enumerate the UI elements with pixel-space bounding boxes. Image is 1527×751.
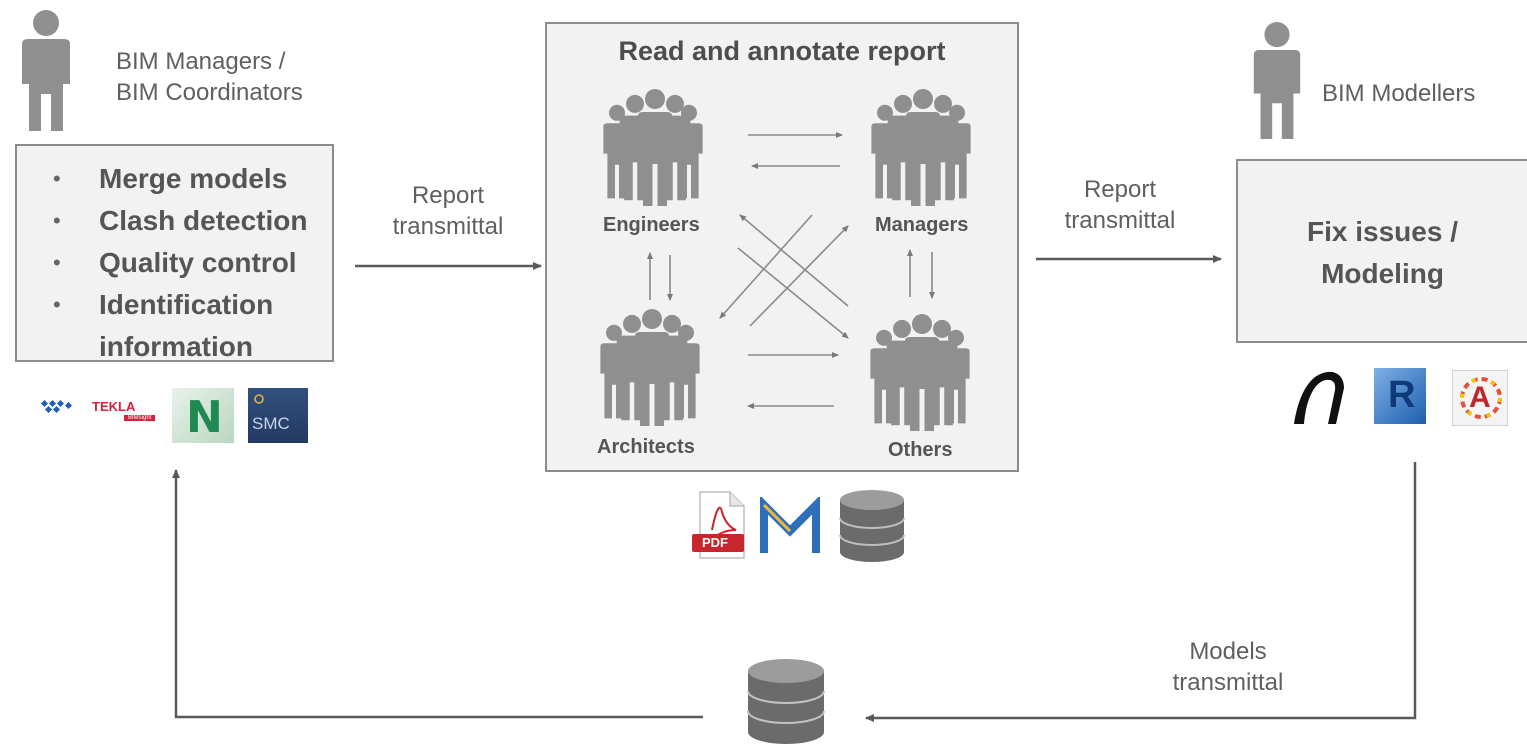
modelling-task-label: Fix issues / Modeling: [1307, 216, 1458, 289]
modelling-task-box: [1236, 159, 1527, 343]
navisworks-logo: N: [172, 388, 234, 443]
solibri-smc-logo: SMC: [248, 388, 308, 443]
mail-icon: [760, 495, 820, 555]
group-label-others: Others: [888, 439, 953, 461]
pdf-icon-text: PDF: [702, 535, 728, 550]
task-item: Clash detection: [47, 200, 319, 242]
arrow-database-to-coordinators: [172, 469, 703, 719]
solibri-logo-text: SMC: [252, 414, 290, 433]
pdf-icon: PDF: [690, 490, 748, 560]
tekla-logo-subtext: BIMsight: [124, 415, 156, 421]
arrow-models-to-database: [865, 462, 1417, 722]
revit-logo-text: R: [1388, 374, 1416, 416]
review-panel-title: Read and annotate report: [618, 36, 946, 66]
coordinator-tasks-box: Merge models Clash detection Quality con…: [15, 144, 334, 362]
group-label-engineers: Engineers: [603, 214, 700, 236]
autocad-logo-text: A: [1469, 381, 1491, 414]
task-item: Merge models: [47, 158, 319, 200]
group-icon-managers: [871, 89, 971, 206]
navisworks-logo-text: N: [186, 392, 223, 443]
task-list: Merge models Clash detection Quality con…: [47, 158, 319, 368]
group-icon-others: [870, 314, 970, 431]
flow-label-models-return: Models transmittal: [1172, 638, 1284, 697]
group-icon-engineers: [603, 89, 703, 206]
tekla-logo: TEKLA BIMsight: [38, 395, 166, 425]
group-label-managers: Managers: [875, 214, 969, 236]
exchange-arrow: [749, 225, 849, 327]
exchange-arrow: [737, 247, 849, 339]
exchange-arrow: [719, 214, 813, 319]
bim-managers-label: BIM Managers / BIM Coordinators: [116, 48, 303, 107]
archicad-logo: [1290, 368, 1348, 426]
revit-logo: R: [1374, 368, 1426, 424]
database-icon: [838, 488, 906, 564]
bim-modeller-person-icon: [1248, 18, 1306, 147]
autocad-logo: A: [1452, 370, 1508, 426]
tekla-logo-text: TEKLA: [92, 399, 136, 414]
exchange-arrow: [739, 214, 849, 307]
bim-manager-person-icon: [16, 8, 76, 137]
flow-label-report-left: Report transmittal: [392, 182, 504, 241]
task-item: Quality control: [47, 242, 319, 284]
flow-label-report-right: Report transmittal: [1064, 176, 1176, 235]
group-label-architects: Architects: [597, 436, 695, 458]
model-database-icon: [746, 658, 826, 746]
task-item: Identification information: [47, 284, 319, 368]
group-icon-architects: [600, 309, 700, 426]
bim-modellers-label: BIM Modellers: [1322, 80, 1476, 107]
